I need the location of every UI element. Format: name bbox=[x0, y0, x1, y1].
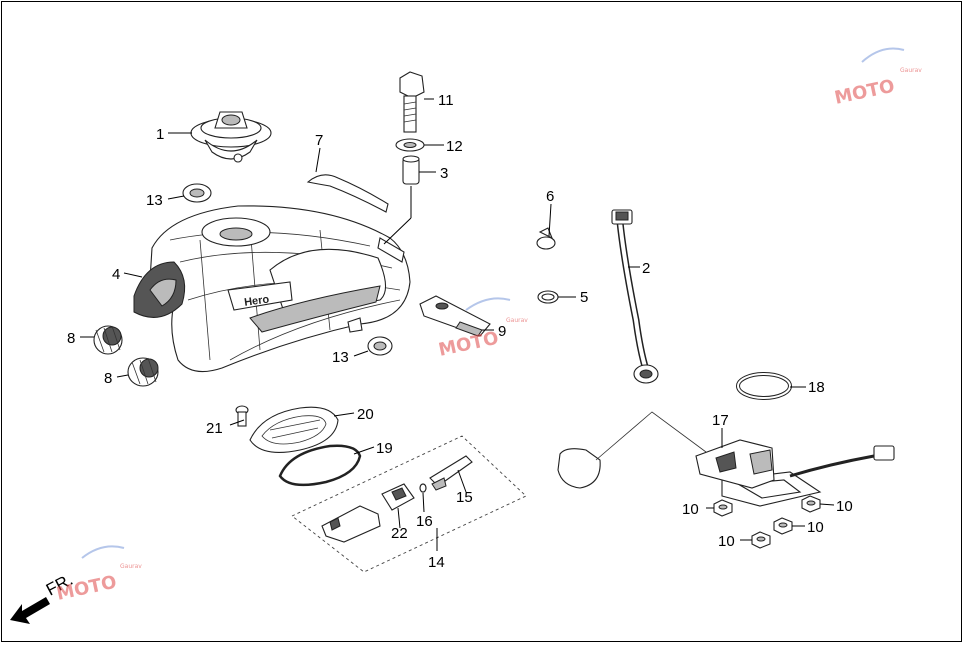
watermark-text-1: MOTO bbox=[833, 76, 897, 109]
part-rubber-mount-upper bbox=[93, 325, 123, 355]
part-rubber-mount-lower bbox=[127, 357, 159, 387]
callout-labels: 1 2 3 4 5 6 7 8 8 9 10 10 10 10 11 12 13… bbox=[67, 92, 853, 571]
part-collar bbox=[402, 155, 420, 185]
part-grommet-upper bbox=[182, 183, 212, 203]
part-fuel-hose bbox=[611, 209, 659, 384]
callout-14: 14 bbox=[428, 554, 445, 571]
part-grommet-lower bbox=[367, 336, 393, 356]
callout-13b: 13 bbox=[332, 349, 349, 366]
callout-12: 12 bbox=[446, 138, 463, 155]
part-hose-clip-6 bbox=[536, 227, 556, 250]
part-bracket bbox=[419, 295, 491, 337]
callout-19: 19 bbox=[376, 440, 393, 457]
part-decal bbox=[306, 174, 389, 213]
callout-9: 9 bbox=[498, 323, 506, 340]
watermark-text-2: MOTO bbox=[437, 328, 501, 361]
callout-10d: 10 bbox=[718, 533, 735, 550]
callout-21: 21 bbox=[206, 420, 223, 437]
front-arrow-icon bbox=[10, 597, 50, 624]
part-sensor-assembly bbox=[321, 505, 381, 543]
callout-10b: 10 bbox=[836, 498, 853, 515]
part-nut-2 bbox=[801, 495, 821, 513]
callout-18: 18 bbox=[808, 379, 825, 396]
part-nut-4 bbox=[751, 531, 771, 549]
watermark-sub-2: Gaurav bbox=[506, 317, 528, 324]
callout-4: 4 bbox=[112, 266, 120, 283]
part-small-o-ring bbox=[419, 483, 427, 493]
part-fuel-cap bbox=[190, 111, 272, 163]
part-fuel-pump bbox=[557, 411, 895, 507]
watermark-sub-3: Gaurav bbox=[120, 563, 142, 570]
part-connector-22 bbox=[381, 483, 415, 511]
callout-15: 15 bbox=[456, 489, 473, 506]
part-assembly-box bbox=[291, 435, 527, 573]
callout-8a: 8 bbox=[67, 330, 75, 347]
watermark-sub-1: Gaurav bbox=[900, 67, 922, 74]
callout-1: 1 bbox=[156, 126, 164, 143]
leader-lines bbox=[80, 98, 835, 551]
callout-5: 5 bbox=[580, 289, 588, 306]
part-pump-cover bbox=[249, 406, 339, 453]
callout-6: 6 bbox=[546, 188, 554, 205]
callout-3: 3 bbox=[440, 165, 448, 182]
part-gasket bbox=[278, 444, 362, 487]
callout-17: 17 bbox=[712, 412, 729, 429]
part-o-ring bbox=[736, 372, 792, 400]
part-screw bbox=[235, 405, 249, 427]
callout-13a: 13 bbox=[146, 192, 163, 209]
callout-7: 7 bbox=[315, 132, 323, 149]
callout-22: 22 bbox=[391, 525, 408, 542]
callout-10c: 10 bbox=[807, 519, 824, 536]
part-nut-3 bbox=[773, 517, 793, 535]
callout-8b: 8 bbox=[104, 370, 112, 387]
callout-20: 20 bbox=[357, 406, 374, 423]
tank-brand-label: Hero bbox=[243, 293, 270, 308]
part-filter-15 bbox=[429, 455, 473, 491]
part-bolt bbox=[399, 71, 425, 133]
part-hose-clip-5 bbox=[537, 290, 559, 304]
callout-10a: 10 bbox=[682, 501, 699, 518]
callout-11: 11 bbox=[438, 92, 454, 109]
part-washer bbox=[395, 138, 425, 152]
callout-2: 2 bbox=[642, 260, 650, 277]
callout-16: 16 bbox=[416, 513, 433, 530]
part-nut-1 bbox=[713, 499, 733, 517]
watermark-top-right: MOTO Gaurav bbox=[833, 47, 922, 109]
part-fuel-tank: Hero bbox=[133, 186, 412, 373]
